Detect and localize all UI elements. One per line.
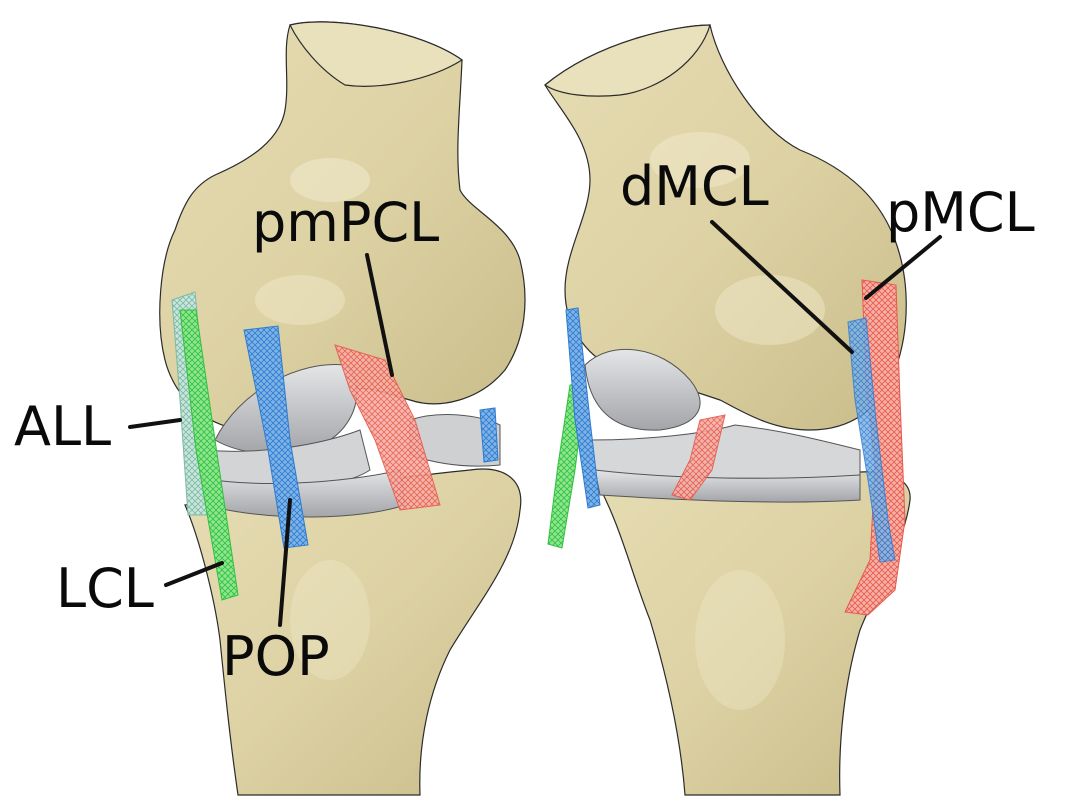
right-knee-model [545, 25, 910, 795]
right-meniscus [590, 425, 860, 480]
label-dmcl: dMCL [620, 160, 769, 214]
label-pop: POP [222, 630, 330, 684]
label-all: ALL [14, 400, 111, 454]
label-pmcl: pMCL [886, 186, 1035, 240]
label-pmpcl: pmPCL [252, 196, 439, 250]
label-lcl: LCL [56, 562, 154, 616]
left-knee-model [160, 22, 525, 795]
leader-all [130, 420, 180, 427]
